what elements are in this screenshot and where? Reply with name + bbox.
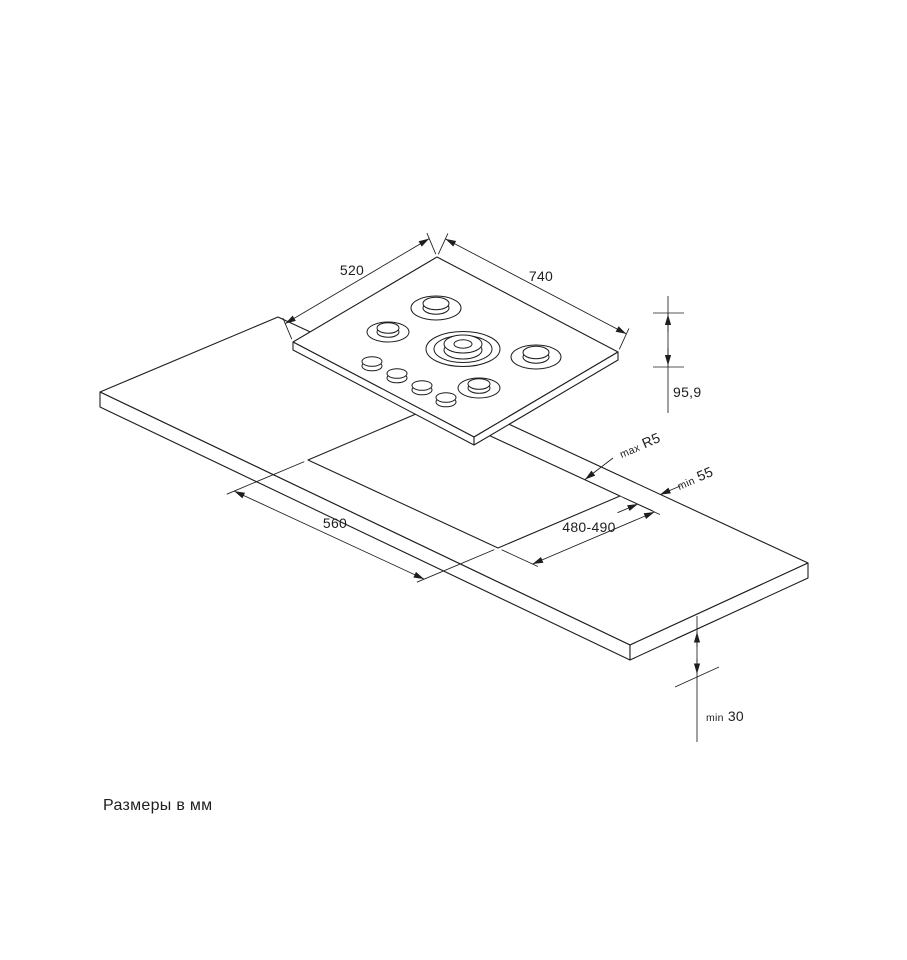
control-knob xyxy=(386,368,408,384)
control-knobs xyxy=(361,356,457,408)
extension-line xyxy=(437,233,449,255)
min-55-label: min55 xyxy=(674,463,715,493)
dim-520-label: 520 xyxy=(340,262,364,278)
units-note: Размеры в мм xyxy=(103,797,213,814)
extension-line xyxy=(282,317,293,340)
dim-520: 520 xyxy=(282,232,437,340)
cooktop-front-right-face xyxy=(473,351,619,446)
extension-line xyxy=(226,461,305,495)
dim-480-490-label: 480-490 xyxy=(562,519,615,535)
dimension-line xyxy=(284,238,430,324)
extension-line xyxy=(618,328,630,350)
dimension-line xyxy=(445,238,627,335)
countertop-right-face xyxy=(629,562,809,661)
max-r5-label: maxR5 xyxy=(617,429,663,461)
burner-center xyxy=(425,331,501,367)
arrow xyxy=(659,485,681,495)
dim-560: 560 xyxy=(226,461,495,583)
leader-line xyxy=(584,457,614,480)
dim-480-490: 480-490 xyxy=(501,497,661,567)
extension-line xyxy=(501,549,539,567)
arrow xyxy=(617,503,639,514)
extension-line xyxy=(426,232,437,255)
dim-560-label: 560 xyxy=(323,515,347,531)
dim-height-label: 95,9 xyxy=(673,384,701,400)
dim-740: 740 xyxy=(437,233,630,350)
dim-height-95-9: 95,9 xyxy=(653,296,701,413)
tick xyxy=(674,618,720,640)
dimension-line xyxy=(532,511,655,565)
dimensions: 520 740 95,9 maxR5 min55 xyxy=(226,232,744,742)
control-knob xyxy=(361,356,383,372)
burner-right xyxy=(510,344,562,370)
control-knob xyxy=(411,380,433,396)
control-knob xyxy=(435,392,457,408)
tick xyxy=(674,666,720,688)
dimension-line xyxy=(234,490,425,580)
extension-line xyxy=(623,497,661,515)
burner-left xyxy=(366,321,410,343)
extension-line xyxy=(416,549,495,583)
dim-740-label: 740 xyxy=(529,268,553,284)
burner-top xyxy=(410,295,462,321)
burner-bottom xyxy=(457,377,501,399)
